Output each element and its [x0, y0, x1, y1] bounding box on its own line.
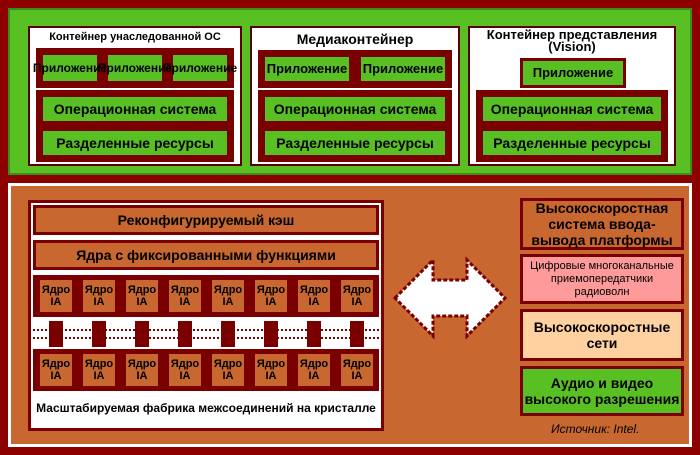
ia-core: Ядро IA [123, 277, 161, 315]
ia-core: Ядро IA [166, 351, 204, 389]
legacy-app-1: Приложение [33, 52, 107, 84]
containers-band: Контейнер унаследованной ОС Приложение П… [8, 8, 692, 175]
fabric-label: Масштабируемая фабрика межсоединений на … [36, 401, 376, 415]
cache-bar: Реконфигурируемый кэш [33, 205, 379, 235]
ia-core: Ядро IA [80, 351, 118, 389]
radio-block: Цифровые многоканальные приемопередатчик… [520, 254, 684, 304]
media-os: Операционная система [262, 94, 448, 124]
vision-resources: Разделенные ресурсы [480, 128, 664, 158]
ia-core: Ядро IA [123, 351, 161, 389]
double-arrow-icon [392, 256, 508, 340]
fixed-function-cores-bar: Ядра с фиксированными функциями [33, 240, 379, 270]
ia-core: Ядро IA [166, 277, 204, 315]
av-block: Аудио и видео высокого разрешения [520, 366, 684, 416]
platform-band: Реконфигурируемый кэш Ядра с фиксированн… [8, 183, 692, 447]
interconnect-link [49, 321, 63, 347]
ia-core: Ядро IA [80, 277, 118, 315]
io-block: Высокоскоростная система ввода-вывода пл… [520, 198, 684, 250]
media-container-title: Медиаконтейнер [296, 31, 414, 47]
media-resources: Разделенные ресурсы [262, 128, 448, 158]
source-note: Источник: Intel. [551, 422, 640, 436]
ia-core: Ядро IA [338, 351, 376, 389]
interconnect-link [178, 321, 192, 347]
legacy-resources: Разделенные ресурсы [40, 128, 230, 158]
interconnect-link [135, 321, 149, 347]
legacy-app-2: Приложение [98, 52, 172, 84]
ia-core: Ядро IA [209, 277, 247, 315]
media-container: Медиаконтейнер Приложение Приложение Опе… [250, 26, 460, 166]
ia-core: Ядро IA [252, 277, 290, 315]
ia-core: Ядро IA [295, 351, 333, 389]
ia-core: Ядро IA [37, 351, 75, 389]
processor-block: Реконфигурируемый кэш Ядра с фиксированн… [28, 200, 384, 431]
interconnect-strip [33, 329, 379, 339]
interconnect-link [221, 321, 235, 347]
interconnect-link [350, 321, 364, 347]
interconnect-link [92, 321, 106, 347]
vision-container: Контейнер представления (Vision) Приложе… [468, 26, 676, 166]
interconnect-link [264, 321, 278, 347]
legacy-os-container: Контейнер унаследованной ОС Приложение П… [28, 26, 242, 166]
vision-container-title: Контейнер представления (Vision) [486, 27, 658, 54]
ia-core: Ядро IA [37, 277, 75, 315]
ia-core: Ядро IA [338, 277, 376, 315]
media-app-1: Приложение [262, 54, 352, 84]
legacy-app-3: Приложение [163, 52, 237, 84]
vision-app-1: Приложение [520, 58, 626, 88]
vision-os: Операционная система [480, 94, 664, 124]
ia-core: Ядро IA [209, 351, 247, 389]
ia-core: Ядро IA [295, 277, 333, 315]
networks-block: Высокоскоростные сети [520, 309, 684, 361]
ia-core: Ядро IA [252, 351, 290, 389]
interconnect-link [307, 321, 321, 347]
legacy-os-container-title: Контейнер унаследованной ОС [49, 31, 221, 43]
media-app-2: Приложение [358, 54, 448, 84]
legacy-os: Операционная система [40, 94, 230, 124]
